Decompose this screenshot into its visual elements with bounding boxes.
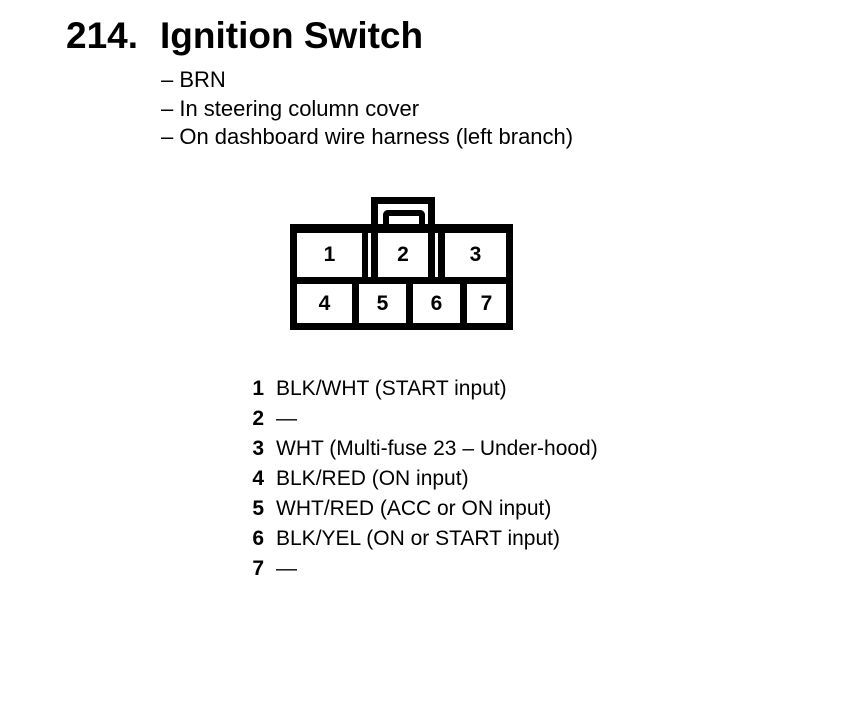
connector-notes: – BRN – In steering column cover – On da… xyxy=(161,66,573,152)
pin-row-5: 5 WHT/RED (ACC or ON input) xyxy=(250,494,598,524)
connector-latch-inner xyxy=(383,210,425,226)
pin-number: 3 xyxy=(252,437,264,460)
pin-number: 2 xyxy=(252,407,264,430)
pin-number: 6 xyxy=(252,527,264,550)
pin-number: 4 xyxy=(252,467,264,490)
pin-row-2: 2 — xyxy=(250,404,598,434)
pin-cavity-7: 7 xyxy=(467,284,506,323)
pin-cavity-3: 3 xyxy=(445,233,506,277)
note-wire-color: – BRN xyxy=(161,67,226,92)
pin-row-1: 1 BLK/WHT (START input) xyxy=(250,374,598,404)
pin-description: BLK/WHT (START input) xyxy=(276,377,507,400)
pin-cavity-4: 4 xyxy=(297,284,352,323)
pin-number: 5 xyxy=(252,497,264,520)
section-number: 214. xyxy=(66,15,139,56)
note-harness: – On dashboard wire harness (left branch… xyxy=(161,124,574,149)
pin-description: WHT/RED (ACC or ON input) xyxy=(276,497,552,520)
pin-description: — xyxy=(276,407,297,430)
pin-row-6: 6 BLK/YEL (ON or START input) xyxy=(250,524,598,554)
pin-description: BLK/RED (ON input) xyxy=(276,467,469,490)
pin-cavity-5: 5 xyxy=(359,284,406,323)
latch-groove-right xyxy=(435,233,438,277)
page-title: 214. Ignition Switch xyxy=(66,16,423,56)
pin-cavity-2: 2 xyxy=(378,233,428,277)
pin-legend: 1 BLK/WHT (START input) 2 — 3 WHT (Multi… xyxy=(250,374,598,584)
pin-description: BLK/YEL (ON or START input) xyxy=(276,527,560,550)
connector-diagram: 1 2 3 4 5 6 7 xyxy=(290,197,513,330)
pin-number: 7 xyxy=(252,557,264,580)
pin-description: — xyxy=(276,557,297,580)
pin-cavity-6: 6 xyxy=(413,284,460,323)
pin-number: 1 xyxy=(252,377,264,400)
pin-row-7: 7 — xyxy=(250,554,598,584)
pin-cavity-1: 1 xyxy=(297,233,362,277)
section-title: Ignition Switch xyxy=(160,15,424,56)
pin-description: WHT (Multi-fuse 23 – Under-hood) xyxy=(276,437,598,460)
pin-row-3: 3 WHT (Multi-fuse 23 – Under-hood) xyxy=(250,434,598,464)
latch-groove-left xyxy=(368,233,371,277)
note-location: – In steering column cover xyxy=(161,95,420,121)
pin-row-4: 4 BLK/RED (ON input) xyxy=(250,464,598,494)
